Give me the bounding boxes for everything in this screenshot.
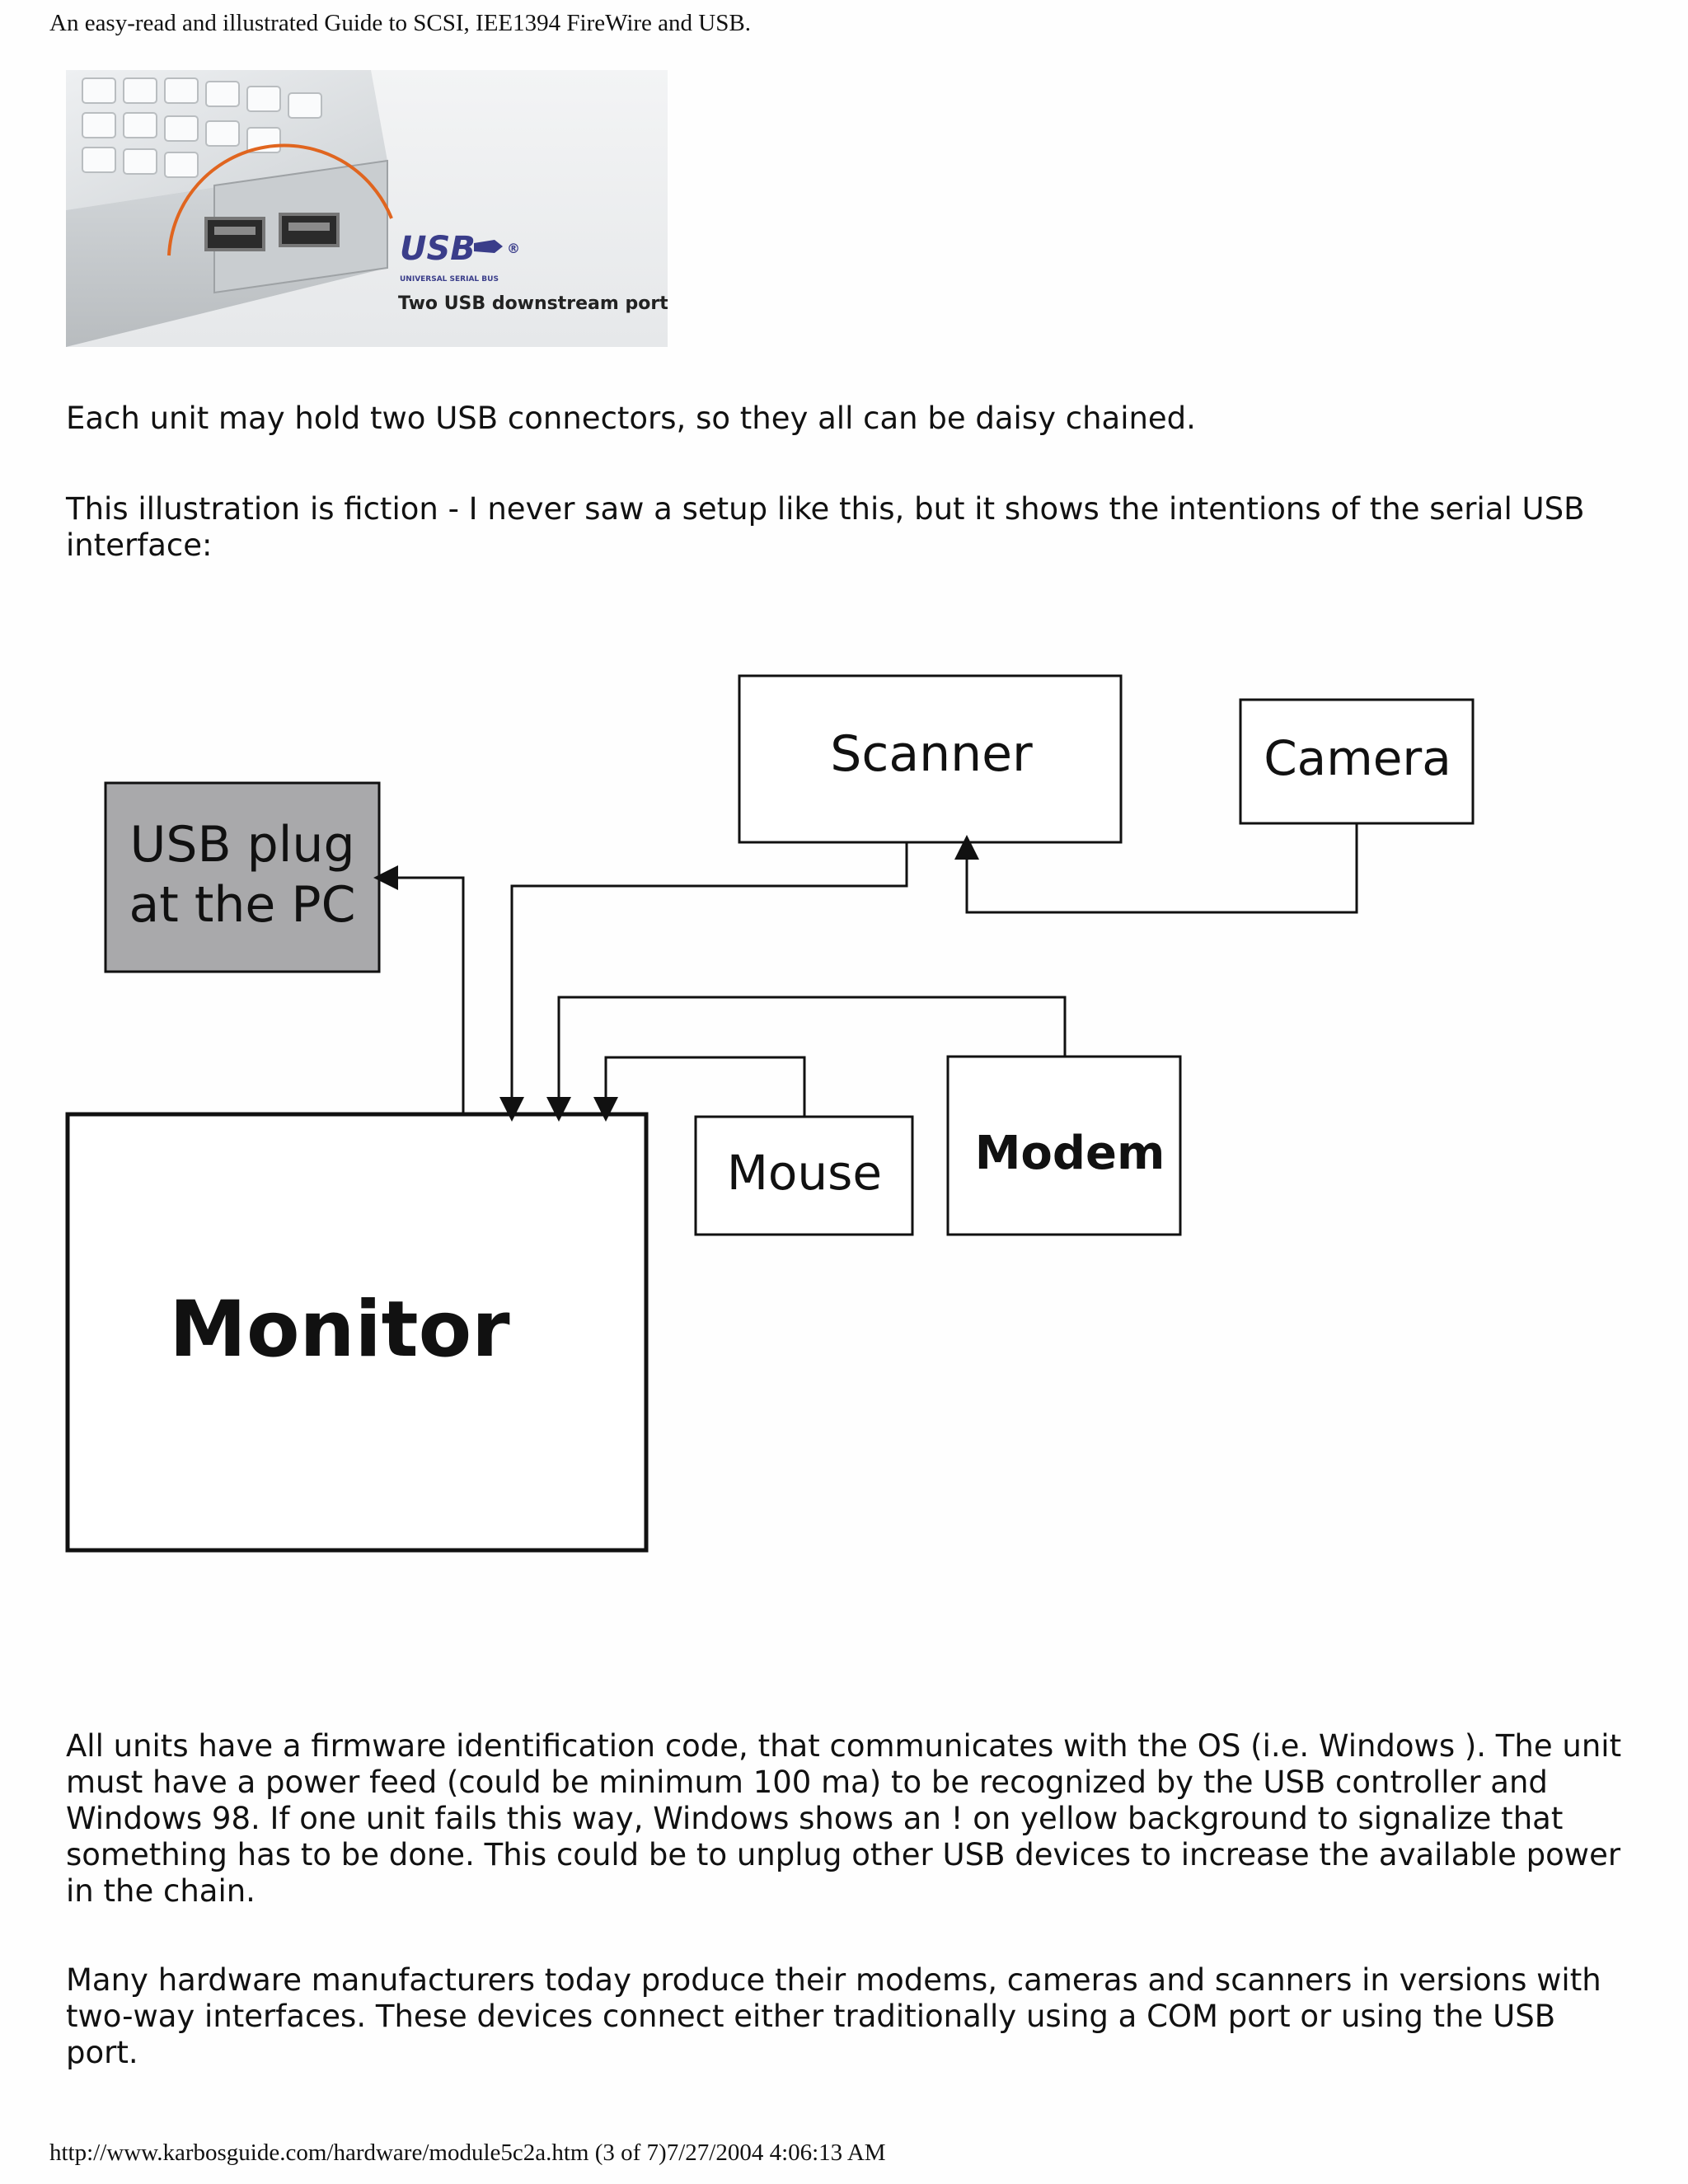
monitor-box <box>65 1112 649 1553</box>
photo-caption: Two USB downstream ports <box>398 293 668 314</box>
source-url-footer: http://www.karbosguide.com/hardware/modu… <box>49 2139 886 2166</box>
scanner-label: Scanner <box>830 725 1033 783</box>
scanner-to-monitor-connector <box>499 842 908 1122</box>
mouse-label: Mouse <box>727 1145 882 1201</box>
keyboard-illustration: USB ® UNIVERSAL SERIAL BUS Two USB downs… <box>66 70 668 347</box>
mouse-box <box>694 1115 914 1236</box>
monitor-label: Monitor <box>169 1285 510 1375</box>
usb-logo: USB <box>400 230 476 268</box>
usb-plug-label-line2: at the PC <box>129 876 356 934</box>
modem-to-monitor-connector <box>546 996 1067 1122</box>
modem-box <box>946 1055 1182 1236</box>
usb-plug-label-line1: USB plug <box>129 816 354 874</box>
scanner-box <box>738 674 1123 844</box>
camera-label: Camera <box>1264 730 1451 786</box>
running-title: An easy-read and illustrated Guide to SC… <box>49 10 751 36</box>
svg-text:®: ® <box>507 241 520 256</box>
intro-paragraph: Each unit may hold two USB connectors, s… <box>66 401 1196 436</box>
modem-label: Modem <box>975 1127 1165 1180</box>
camera-to-scanner-connector <box>954 823 1358 914</box>
usb-plug-icon <box>474 240 503 253</box>
camera-box <box>1239 698 1475 825</box>
usb-daisy-chain-diagram: Scanner Camera USB plug at the PC Monito… <box>65 674 1475 1553</box>
manufacturers-paragraph: Many hardware manufacturers today produc… <box>66 1962 1601 2070</box>
firmware-paragraph: All units have a firmware identification… <box>66 1728 1622 1909</box>
usb-logo-subtext: UNIVERSAL SERIAL BUS <box>400 275 499 284</box>
usb-plug-box <box>104 781 381 973</box>
usb-keyboard-photo: USB ® UNIVERSAL SERIAL BUS Two USB downs… <box>66 70 668 347</box>
mouse-to-monitor-connector <box>593 1056 806 1122</box>
fiction-paragraph: This illustration is fiction - I never s… <box>66 491 1585 563</box>
monitor-to-pc-connector <box>373 865 465 1114</box>
